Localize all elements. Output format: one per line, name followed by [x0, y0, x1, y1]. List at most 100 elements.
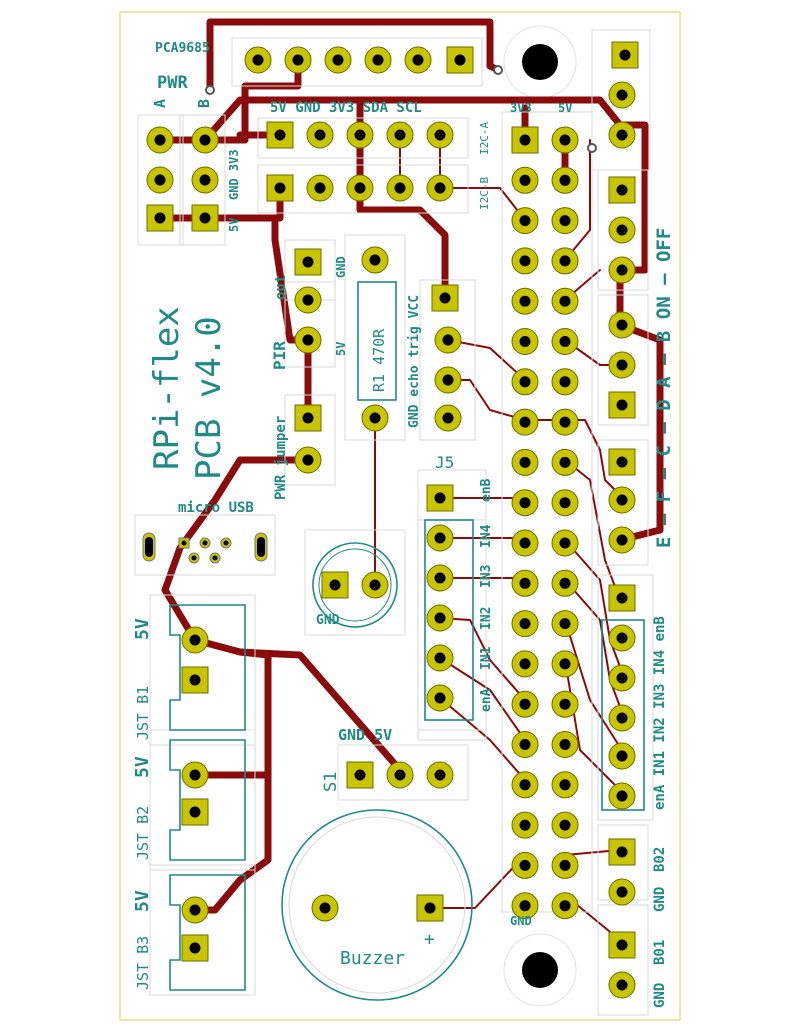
motor-right-pin [608, 624, 636, 652]
led-pin [321, 571, 349, 599]
i2c-a-pin [306, 121, 334, 149]
micro-usb-pads [142, 532, 268, 564]
j5-pin [434, 404, 462, 432]
gpio-pin [511, 892, 539, 920]
jst-b1-5v-label: 5V [132, 618, 153, 640]
i2c-a-pin [426, 121, 454, 149]
gpio-pin [511, 569, 539, 597]
b02-pin [608, 838, 636, 866]
i2c-a-label: I2C-A [478, 122, 491, 155]
i2c-b-pin [306, 174, 334, 202]
switch-pin [608, 121, 636, 149]
switch-side-label: E — F — C — D A — B ON — OFF [653, 228, 675, 548]
pwr-b-pin-1 [191, 204, 219, 232]
r1-label: R1 470R [370, 328, 388, 392]
gpio-pin [551, 166, 579, 194]
gpio-pin [511, 610, 539, 638]
gnd-bottom-label: GND [510, 914, 532, 928]
switch-pin [608, 526, 636, 554]
s1-label: S1 [321, 772, 341, 792]
j5-pin [434, 326, 462, 354]
s1-pin [346, 761, 374, 789]
5v-header-label: 5V [558, 101, 572, 115]
motor-left-enb: enB [479, 478, 494, 502]
jst-b1-pin [181, 626, 209, 654]
r1-pin [361, 404, 389, 432]
switch-pin [608, 81, 636, 109]
gpio-pin [511, 529, 539, 557]
buzzer-pin [311, 894, 339, 922]
b01-pin [608, 931, 636, 959]
gnd3v3-label: GND 3V3 [227, 149, 241, 200]
b02-label: B02 [652, 847, 668, 872]
switch-pin [608, 256, 636, 284]
pca-pin-1 [446, 46, 474, 74]
jst-b2-5v-label: 5V [132, 756, 153, 778]
buzzer-plus-pin [416, 894, 444, 922]
switch-pin [608, 311, 636, 339]
gpio-pin [511, 851, 539, 879]
pca-pin [284, 46, 312, 74]
led-pin [361, 571, 389, 599]
gpio-pin [511, 287, 539, 315]
pir-out-label: out [273, 275, 289, 300]
motor-left-pin [426, 644, 454, 672]
i2c-b-pin-1 [266, 174, 294, 202]
gpio-pin [511, 448, 539, 476]
gpio-pin [551, 448, 579, 476]
motor-right-pin [608, 742, 636, 770]
pwr-b-pin [191, 126, 219, 154]
gpio-pin [551, 247, 579, 275]
motor-left-in2: IN2 [479, 607, 494, 630]
gpio-pin [551, 529, 579, 557]
i2c-b-pin [386, 174, 414, 202]
gpio-pin [551, 851, 579, 879]
vias [205, 65, 597, 153]
jst-b2-pin [181, 761, 209, 789]
gpio-pin [511, 771, 539, 799]
top-header-label: 5V GND 3V3 SDA SCL [270, 100, 422, 116]
gpio-pin [551, 811, 579, 839]
motor-right-pin [608, 664, 636, 692]
motor-left-ena: enA [479, 688, 494, 712]
switch-pin [608, 486, 636, 514]
jst-b1-label: JST B1 [134, 686, 152, 740]
jst-silk [169, 604, 246, 991]
pca-label: PCA9685 [155, 41, 210, 56]
j5-pin-1 [431, 284, 459, 312]
gpio-pin [511, 690, 539, 718]
s1-pin [426, 761, 454, 789]
pwr-a-pin [146, 126, 174, 154]
echo-label: GND echo trig VCC [407, 295, 422, 428]
pir-out-pin [294, 286, 322, 314]
component-outlines [134, 29, 654, 1016]
b01-label: B01 [652, 940, 668, 965]
motor-right-pin [608, 704, 636, 732]
gpio-pin [551, 650, 579, 678]
pads [146, 41, 639, 999]
silkscreen-text: PCA9685 PWR A B GND 3V3 5V 5V GND 3V3 SD… [132, 41, 675, 1008]
gpio-pin [551, 368, 579, 396]
gpio-pin [551, 731, 579, 758]
led-outline [312, 542, 398, 628]
gpio-pin [551, 771, 579, 799]
gpio-pin [511, 207, 539, 235]
gpio-pin [511, 731, 539, 758]
v5-side-label: 5V [227, 218, 241, 232]
b02-gnd-pin [608, 878, 636, 906]
gpio-pin [551, 408, 579, 436]
r1-pin [361, 246, 389, 274]
pir-gnd-label: GND [334, 256, 348, 278]
switch-pin [608, 448, 636, 476]
gpio-pin [551, 690, 579, 718]
i2c-b-label: I2C-B [478, 177, 491, 210]
led-gnd-label: GND [316, 613, 340, 628]
jst-b2-label: JST B2 [134, 806, 152, 860]
gpio-pin [511, 368, 539, 396]
gpio-pin [511, 489, 539, 517]
gpio-pin [551, 569, 579, 597]
buzzer-label: Buzzer [340, 948, 405, 969]
jst-b3-pin [181, 934, 209, 962]
mounting-hole-bottom [503, 933, 577, 1007]
